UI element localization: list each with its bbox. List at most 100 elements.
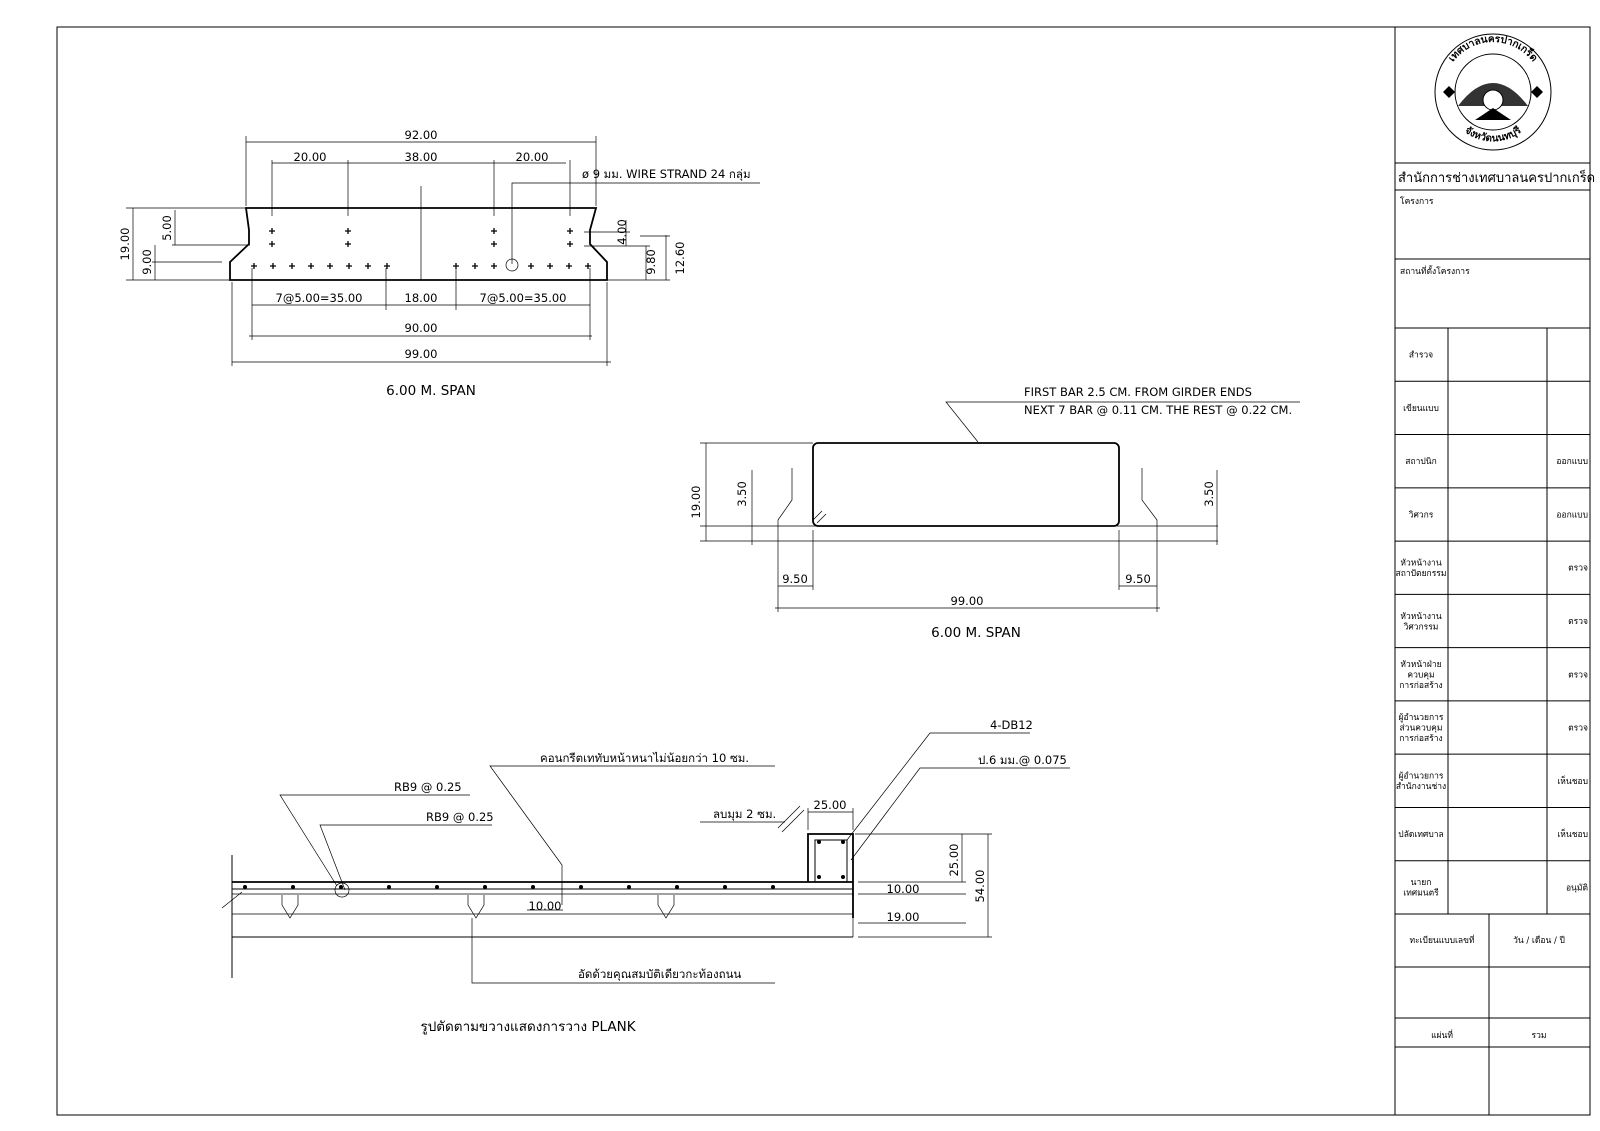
dim-25-top: 25.00 [814, 798, 847, 812]
project-label: โครงการ [1400, 196, 1434, 207]
signature-row-role: สำนักงานช่าง [1396, 782, 1446, 792]
signature-row-role: การก่อสร้าง [1399, 733, 1442, 744]
strand-note: ø 9 มม. WIRE STRAND 24 กลุ่ม [582, 167, 751, 181]
signature-row-role: ผู้อำนวยการ [1399, 712, 1444, 723]
caption-bottom: รูปตัดตามขวางแสดงการวาง PLANK [420, 1019, 636, 1035]
location-label: สถานที่ตั้งโครงการ [1400, 265, 1470, 277]
curb-rebar-dot [841, 875, 845, 879]
rebar-dot [531, 885, 535, 889]
wire-strand-mark [585, 263, 591, 269]
signature-row-role: เขียนแบบ [1403, 403, 1439, 414]
signature-rows: สำรวจเขียนแบบสถาปนิกออกแบบวิศวกรออกแบบหั… [1395, 351, 1590, 899]
side-dim-19: 19.00 [689, 486, 703, 519]
rebar-dot [771, 885, 775, 889]
signature-row-role: เทศมนตรี [1403, 888, 1439, 899]
dim-overall-top: 92.00 [405, 128, 438, 142]
dim-9-80: 9.80 [644, 249, 658, 275]
wire-strand-mark [345, 241, 351, 247]
signature-row-action: ตรวจ [1568, 670, 1588, 680]
dim-5: 5.00 [160, 215, 174, 241]
signature-row-role: สถาปนิก [1405, 457, 1436, 467]
rb9-bottom: RB9 @ 0.25 [426, 810, 494, 824]
dim-spacing-right: 7@5.00=35.00 [480, 291, 567, 305]
dim-9: 9.00 [140, 249, 154, 275]
wire-strand-mark [547, 263, 553, 269]
wire-strand-mark [345, 228, 351, 234]
signature-row-role: นายก [1411, 878, 1432, 888]
dim-mid-38: 38.00 [405, 150, 438, 164]
signature-row-action: ออกแบบ [1556, 457, 1588, 467]
wire-strand-mark [308, 263, 314, 269]
rebar-dot [435, 885, 439, 889]
signature-row-role: ปลัดเทศบาล [1398, 830, 1443, 840]
svg-text:จังหวัดนนทบุรี: จังหวัดนนทบุรี [1463, 124, 1524, 145]
signature-row-action: ตรวจ [1568, 724, 1588, 734]
plank-placement-section: RB9 @ 0.25 RB9 @ 0.25 คอนกรีตเททับหน้าหน… [221, 718, 1070, 1035]
rebar-dot [291, 885, 295, 889]
side-note-1: FIRST BAR 2.5 CM. FROM GIRDER ENDS [1024, 385, 1252, 399]
rebar-dot [483, 885, 487, 889]
signature-row-role: ควบคุม [1407, 670, 1434, 680]
dim-spacing-left: 7@5.00=35.00 [276, 291, 363, 305]
curb-rebar-dot [817, 840, 821, 844]
wire-strand-mark [567, 241, 573, 247]
dim-19-right: 19.00 [887, 910, 920, 924]
dim-12-60: 12.60 [673, 242, 687, 275]
rebar-dot [579, 885, 583, 889]
dim-25-side: 25.00 [947, 844, 961, 877]
rebar-dot [387, 885, 391, 889]
office-name: สำนักการช่างเทศบาลนครปากเกร็ด [1398, 168, 1595, 186]
sheet-label: แผ่นที่ [1431, 1029, 1453, 1041]
side-dim-99: 99.00 [951, 594, 984, 608]
wire-strand-mark [528, 263, 534, 269]
wire-strand-mark [346, 263, 352, 269]
wire-strand-mark [269, 241, 275, 247]
signature-row-role: การก่อสร้าง [1399, 680, 1442, 691]
side-dim-350-left: 3.50 [735, 481, 749, 507]
seal-text-bottom: จังหวัดนนทบุรี [1463, 124, 1524, 145]
total-label: รวม [1532, 1031, 1547, 1041]
dim-4: 4.00 [615, 219, 629, 245]
signature-row-role: หัวหน้างาน [1400, 557, 1441, 568]
signature-row-role: สำรวจ [1409, 351, 1433, 361]
signature-row-role: หัวหน้าฝ่าย [1400, 659, 1441, 670]
wire-strand-mark [365, 263, 371, 269]
rebar-dot [243, 885, 247, 889]
wire-strand-mark [491, 241, 497, 247]
signature-row-role: สถาปัตยกรรม [1396, 569, 1447, 579]
dim-54: 54.00 [973, 870, 987, 903]
side-note-2: NEXT 7 BAR @ 0.11 CM. THE REST @ 0.22 CM… [1024, 403, 1292, 417]
signature-row-action: ออกแบบ [1556, 510, 1588, 520]
plank-longitudinal-section: FIRST BAR 2.5 CM. FROM GIRDER ENDS NEXT … [689, 385, 1300, 641]
signature-row-role: ผู้อำนวยการ [1399, 771, 1444, 782]
reg-label: ทะเบียนแบบเลขที่ [1409, 934, 1474, 946]
wire-strand-mark [491, 263, 497, 269]
curb-rebar-dot [841, 840, 845, 844]
curb-rebar-dot [817, 875, 821, 879]
wire-strands [251, 228, 591, 269]
signature-row-role: วิศวกรรม [1403, 622, 1438, 632]
signature-row-action: ตรวจ [1568, 564, 1588, 574]
side-dim-950-right: 9.50 [1125, 572, 1151, 586]
wire-strand-mark [270, 263, 276, 269]
signature-row-action: ตรวจ [1568, 617, 1588, 627]
dim-90: 90.00 [405, 321, 438, 335]
plank-cross-section: 92.00 20.00 38.00 20.00 ø 9 มม. WIRE STR… [118, 128, 760, 399]
wire-strand-mark [566, 263, 572, 269]
rebar-dot [723, 885, 727, 889]
side-dim-950-left: 9.50 [782, 572, 808, 586]
dim-right-20: 20.00 [516, 150, 549, 164]
date-label: วัน / เดือน / ปี [1513, 935, 1565, 946]
svg-text:เทศบาลนครปากเกร็ด: เทศบาลนครปากเกร็ด [1447, 34, 1540, 64]
wire-strand-mark [384, 263, 390, 269]
rebar-dot [627, 885, 631, 889]
wire-strand-mark [251, 263, 257, 269]
dim-10-right: 10.00 [887, 882, 920, 896]
side-dim-350-right: 3.50 [1202, 481, 1216, 507]
wire-strand-mark [327, 263, 333, 269]
stirrup-note: ป.6 มม.@ 0.075 [978, 753, 1067, 767]
sheet-border [56, 26, 1591, 1116]
dim-mid-18: 18.00 [405, 291, 438, 305]
caption-top: 6.00 M. SPAN [386, 383, 476, 399]
